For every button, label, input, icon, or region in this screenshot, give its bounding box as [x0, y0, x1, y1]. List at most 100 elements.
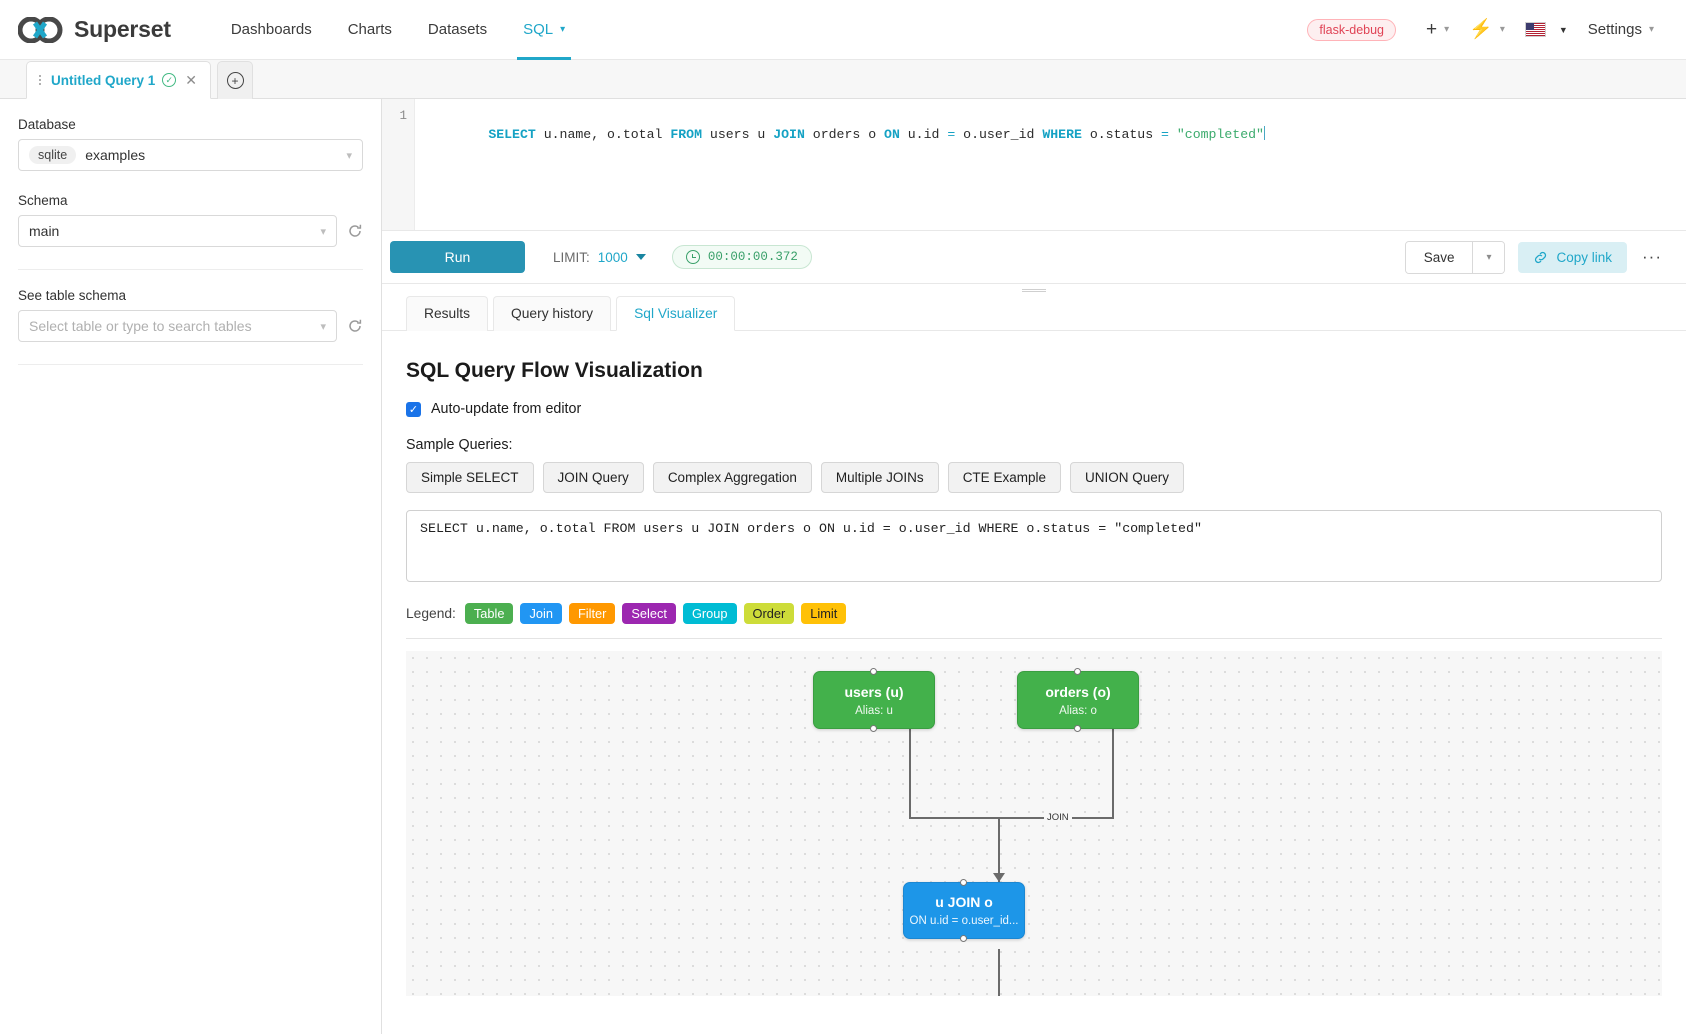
nav-link-charts-label: Charts: [347, 21, 392, 38]
node-handle-top[interactable]: [870, 668, 877, 675]
flow-node-join-title: u JOIN o: [935, 894, 993, 910]
flow-node-orders-title: orders (o): [1045, 683, 1111, 700]
sample-button-join-query[interactable]: JOIN Query: [542, 462, 644, 493]
nav-link-datasets[interactable]: Datasets: [410, 0, 505, 60]
settings-menu[interactable]: Settings ▾: [1578, 21, 1664, 38]
node-handle-top[interactable]: [960, 879, 967, 886]
edge-users-down: [909, 729, 911, 819]
link-icon: [1535, 251, 1547, 263]
legend-chip-order: Order: [743, 603, 795, 624]
sample-button-cte-example[interactable]: CTE Example: [947, 462, 1061, 493]
edge-arrowhead: [993, 873, 1005, 882]
legend-label: Legend:: [406, 606, 456, 621]
code-token-from: FROM: [670, 127, 702, 142]
tab-sql-visualizer[interactable]: Sql Visualizer: [616, 296, 736, 331]
nav-link-dashboards[interactable]: Dashboards: [213, 0, 330, 60]
chevron-down-icon: ▾: [1648, 24, 1654, 35]
nav-link-dashboards-label: Dashboards: [230, 21, 312, 38]
brand-name: Superset: [74, 16, 171, 42]
right-editor-panel: 1 SELECT u.name, o.total FROM users u JO…: [382, 99, 1686, 1034]
save-button[interactable]: Save: [1405, 241, 1473, 273]
left-query-panel: Database sqlite examples ▾ Schema main ▾…: [0, 99, 382, 1034]
legend-chip-join: Join: [520, 603, 562, 624]
tab-results[interactable]: Results: [406, 296, 489, 331]
us-flag-icon: [1524, 22, 1546, 37]
close-icon[interactable]: ✕: [185, 71, 198, 88]
save-button-group: Save ▾: [1404, 240, 1506, 274]
flow-node-users[interactable]: users (u) Alias: u: [813, 668, 935, 732]
brand-logo-group[interactable]: Superset: [18, 16, 171, 43]
legend-chip-select: Select: [622, 603, 676, 624]
flow-node-orders-subtitle: Alias: o: [1059, 704, 1097, 717]
table-search-input[interactable]: Select table or type to search tables ▾: [18, 310, 337, 342]
more-options-button[interactable]: ···: [1642, 247, 1662, 266]
node-handle-bottom[interactable]: [960, 935, 967, 942]
flow-node-join[interactable]: u JOIN o ON u.id = o.user_id...: [903, 879, 1025, 942]
flow-node-users-title: users (u): [844, 683, 904, 700]
legend-chip-limit: Limit: [801, 603, 847, 624]
schema-row: main ▾: [18, 215, 363, 247]
flow-node-orders[interactable]: orders (o) Alias: o: [1017, 668, 1139, 732]
sql-input-textarea[interactable]: [406, 510, 1662, 582]
schema-select[interactable]: main ▾: [18, 215, 337, 247]
save-dropdown-button[interactable]: ▾: [1472, 241, 1505, 273]
edge-to-join: [998, 817, 1000, 882]
limit-dropdown[interactable]: LIMIT: 1000: [553, 250, 646, 265]
nav-link-charts[interactable]: Charts: [330, 0, 410, 60]
code-token-space: [1169, 127, 1177, 142]
debug-badge: flask-debug: [1307, 18, 1396, 41]
code-token-where: WHERE: [1042, 127, 1082, 142]
database-engine-pill: sqlite: [29, 146, 77, 164]
alerts-button[interactable]: ⚡ ▾: [1459, 20, 1515, 39]
auto-update-checkbox[interactable]: ✓: [406, 401, 421, 417]
auto-update-label: Auto-update from editor: [431, 401, 582, 417]
sample-button-simple-select[interactable]: Simple SELECT: [406, 462, 534, 493]
code-token-string: "completed": [1176, 127, 1264, 142]
node-handle-bottom[interactable]: [1074, 725, 1081, 732]
node-handle-top[interactable]: [1074, 668, 1081, 675]
editor-code[interactable]: SELECT u.name, o.total FROM users u JOIN…: [415, 99, 1686, 230]
flow-node-users-subtitle: Alias: u: [855, 704, 893, 717]
run-button[interactable]: Run: [390, 241, 525, 273]
result-tabs: Results Query history Sql Visualizer: [382, 296, 1686, 331]
language-picker[interactable]: ▼: [1515, 22, 1578, 37]
code-token-uid: u.id: [899, 127, 948, 142]
edge-orders-across: [1058, 817, 1114, 819]
sample-button-multiple-joins[interactable]: Multiple JOINs: [820, 462, 939, 493]
add-query-tab-button[interactable]: +: [217, 61, 254, 99]
flow-canvas[interactable]: JOIN users (u) Alias: u orders (o) Alias…: [406, 651, 1662, 996]
refresh-schema-icon[interactable]: [347, 223, 363, 239]
code-token-on: ON: [884, 127, 900, 142]
limit-label: LIMIT:: [553, 249, 590, 265]
refresh-tables-icon[interactable]: [347, 318, 363, 334]
new-item-button[interactable]: + ▾: [1416, 20, 1459, 39]
database-value: examples: [85, 147, 146, 163]
sample-button-union-query[interactable]: UNION Query: [1069, 462, 1184, 493]
edge-users-across: [909, 817, 1059, 819]
settings-label: Settings: [1587, 21, 1642, 38]
nav-link-sql[interactable]: SQL ▾: [505, 0, 583, 60]
copy-link-button[interactable]: Copy link: [1518, 241, 1628, 273]
sample-button-complex-aggregation[interactable]: Complex Aggregation: [652, 462, 812, 493]
drag-handle-icon[interactable]: [36, 75, 44, 85]
code-token-orders: orders o: [804, 127, 885, 142]
node-handle-bottom[interactable]: [870, 725, 877, 732]
sql-editor[interactable]: 1 SELECT u.name, o.total FROM users u JO…: [382, 99, 1686, 231]
tab-query-history[interactable]: Query history: [493, 296, 612, 331]
chevron-down-icon: ▾: [320, 320, 326, 333]
query-tab-untitled-query-1[interactable]: Untitled Query 1 ✓ ✕: [26, 61, 212, 99]
nav-links: Dashboards Charts Datasets SQL ▾: [213, 0, 583, 60]
code-token-join: JOIN: [773, 127, 805, 142]
schema-value: main: [29, 223, 60, 239]
flow-node-join-subtitle: ON u.id = o.user_id...: [909, 915, 1019, 927]
code-token-cols: u.name, o.total: [535, 127, 671, 142]
chevron-down-icon: ▾: [1499, 24, 1505, 35]
query-timer-badge: 00:00:00.372: [671, 245, 812, 269]
database-select[interactable]: sqlite examples ▾: [18, 139, 363, 171]
sql-visualizer-pane: SQL Query Flow Visualization ✓ Auto-upda…: [382, 331, 1686, 1034]
plus-icon: +: [1426, 19, 1438, 40]
edge-orders-down: [1112, 729, 1114, 819]
legend-chip-group: Group: [682, 603, 737, 624]
panel-resize-handle[interactable]: [382, 284, 1686, 296]
database-label: Database: [18, 117, 76, 132]
